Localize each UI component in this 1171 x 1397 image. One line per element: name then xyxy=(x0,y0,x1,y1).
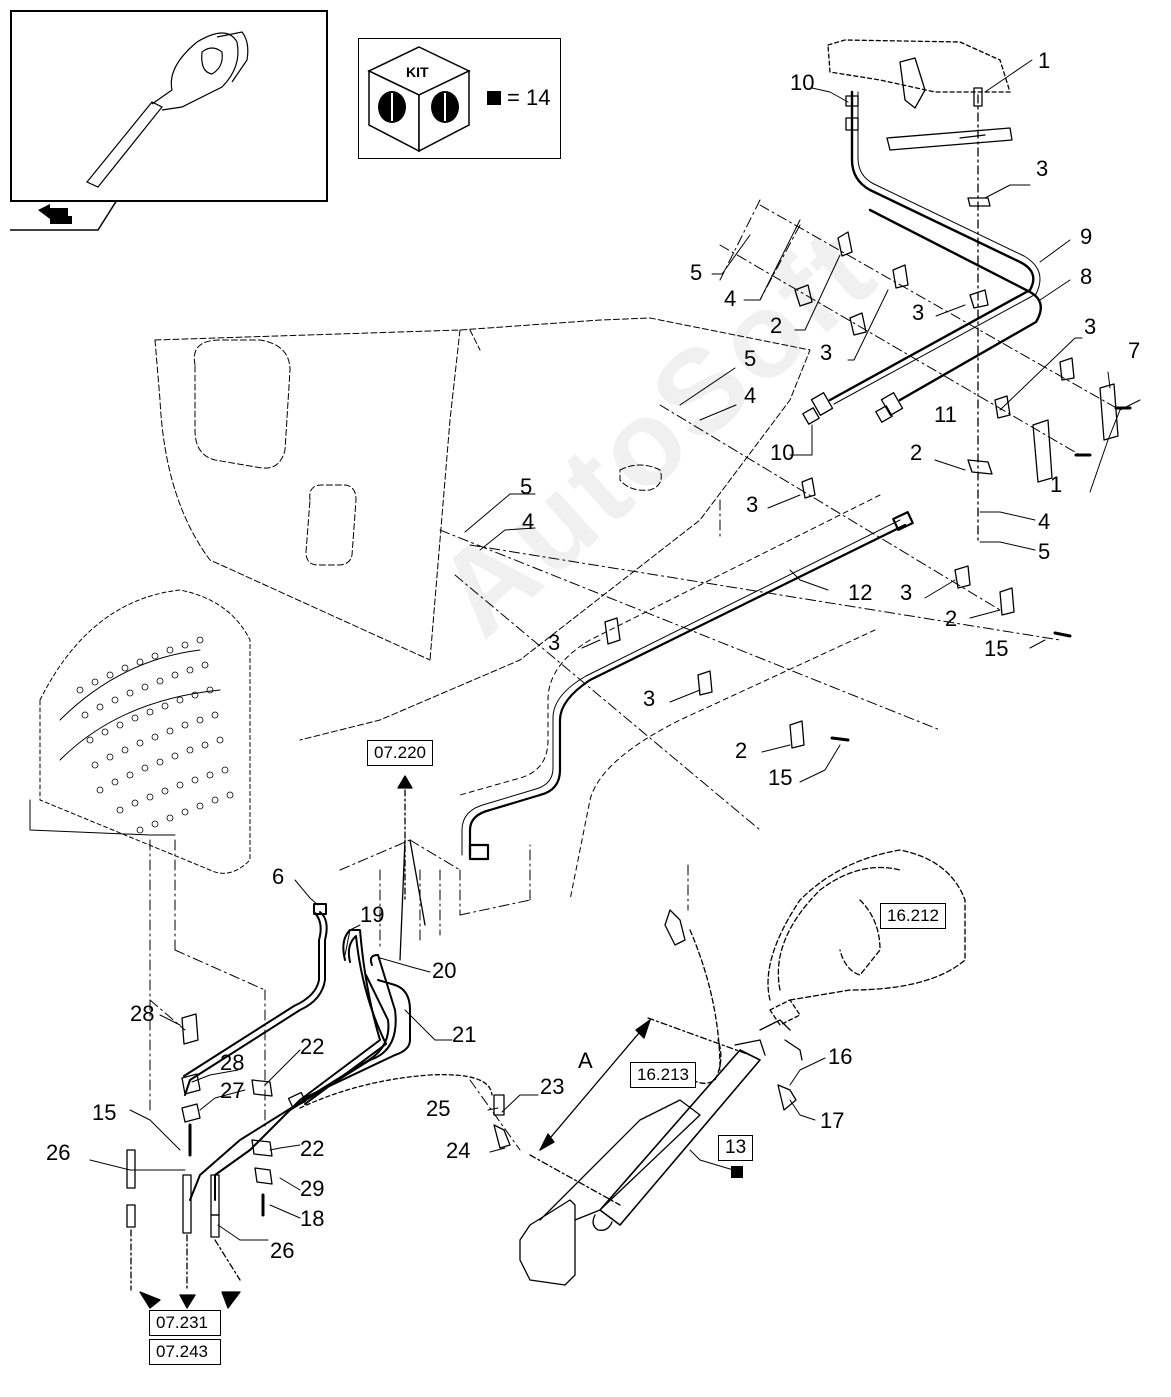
bolt-column-right xyxy=(967,87,991,541)
flow-arrowheads-bottom xyxy=(139,1291,241,1309)
reference-07243[interactable]: 07.243 xyxy=(149,1339,221,1365)
flow-arrow-07220 xyxy=(397,775,426,961)
callout-5-b: 5 xyxy=(744,346,757,371)
callout-22: 22 xyxy=(300,1034,325,1059)
callout-4-b: 4 xyxy=(744,383,757,408)
location-thumbnail xyxy=(10,10,328,202)
callout-2-c: 2 xyxy=(945,606,958,631)
pipe-19 xyxy=(214,929,387,1201)
callout-2: 2 xyxy=(770,313,783,338)
alignment-lines xyxy=(149,199,1121,1151)
callout-15: 15 xyxy=(984,636,1009,661)
reference-13: 13 xyxy=(718,1135,754,1161)
callout-15-b: 15 xyxy=(768,765,793,790)
callout-11: 11 xyxy=(934,402,957,427)
top-bracket xyxy=(827,39,1013,151)
kit-quantity: = 14 xyxy=(487,85,550,111)
callout-16: 16 xyxy=(828,1044,853,1069)
callout-leaders xyxy=(89,59,1141,1241)
callout-3: 3 xyxy=(1036,156,1049,181)
callout-3-c: 3 xyxy=(912,300,925,325)
callout-10: 10 xyxy=(790,70,815,95)
callout-23: 23 xyxy=(540,1074,565,1099)
pipe-12-ghost xyxy=(459,494,881,901)
pipe-6 xyxy=(183,903,328,1096)
callout-20: 20 xyxy=(432,958,457,983)
callout-18: 18 xyxy=(300,1206,325,1231)
callout-7: 7 xyxy=(1128,338,1141,363)
kit-label: KIT xyxy=(406,64,429,80)
platform-perforations xyxy=(76,636,234,834)
bolts-lower xyxy=(830,406,1132,742)
callout-27: 27 xyxy=(220,1078,245,1103)
callout-5-c: 5 xyxy=(520,474,533,499)
fittings-23-24-25 xyxy=(299,1074,511,1149)
callout-26: 26 xyxy=(46,1140,71,1165)
kit-legend-box: KIT = 14 xyxy=(358,38,561,159)
unloader-tube-thumbnail-icon xyxy=(86,31,249,188)
callout-24: 24 xyxy=(446,1138,471,1163)
callout-8: 8 xyxy=(1080,264,1093,289)
callout-3-h: 3 xyxy=(643,686,656,711)
reference-16213[interactable]: 16.213 xyxy=(630,1062,696,1088)
reference-07231[interactable]: 07.231 xyxy=(149,1310,221,1336)
callout-3-f: 3 xyxy=(900,580,913,605)
callout-1: 1 xyxy=(1038,48,1051,73)
platform-step xyxy=(29,589,251,874)
callout-10-b: 10 xyxy=(770,440,795,465)
callout-17: 17 xyxy=(820,1108,845,1133)
pipe-9 xyxy=(828,90,1041,405)
callout-1-b: 1 xyxy=(1050,472,1063,497)
callout-21: 21 xyxy=(452,1022,477,1047)
kit-cube-icon: KIT xyxy=(367,46,471,153)
callout-2-b: 2 xyxy=(910,440,923,465)
callout-5: 5 xyxy=(690,260,703,285)
callout-26-b: 26 xyxy=(270,1238,295,1263)
dimension-a xyxy=(529,1017,751,1206)
callout-19: 19 xyxy=(360,902,385,927)
callout-3-b: 3 xyxy=(820,340,833,365)
pipe-12 xyxy=(461,511,914,861)
callout-4: 4 xyxy=(724,286,737,311)
callout-3-d: 3 xyxy=(1084,314,1097,339)
callout-9: 9 xyxy=(1080,224,1093,249)
callout-4-d: 4 xyxy=(1038,509,1051,534)
callout-3-e: 3 xyxy=(746,492,759,517)
callout-5-d: 5 xyxy=(1038,539,1051,564)
lower-left-hardware xyxy=(126,1013,307,1291)
hydraulic-cylinder-assembly xyxy=(519,849,966,1286)
callout-2-d: 2 xyxy=(735,738,748,763)
callout-28-b: 28 xyxy=(220,1050,245,1075)
callout-28: 28 xyxy=(130,1001,155,1026)
callout-12: 12 xyxy=(848,580,873,605)
pipe-20 xyxy=(189,954,397,1201)
callout-25: 25 xyxy=(426,1096,451,1121)
reference-16212[interactable]: 16.212 xyxy=(880,903,946,929)
callout-6: 6 xyxy=(272,864,285,889)
callout-15-c: 15 xyxy=(92,1100,117,1125)
callout-29: 29 xyxy=(300,1176,325,1201)
kit-quantity-text: = 14 xyxy=(507,85,551,110)
pipe-8 xyxy=(868,208,1042,402)
pipe-21 xyxy=(299,979,411,1101)
clips-upper xyxy=(604,231,1119,749)
callout-3-g: 3 xyxy=(548,630,561,655)
kit-marker-square-icon xyxy=(731,1166,743,1178)
dimension-label-a: A xyxy=(578,1048,593,1073)
combine-body xyxy=(154,317,811,741)
kit-square-icon xyxy=(487,91,501,105)
callout-22-b: 22 xyxy=(300,1136,325,1161)
callout-4-c: 4 xyxy=(522,509,535,534)
return-arrow-icon xyxy=(10,199,119,231)
back-navigation-tab[interactable] xyxy=(10,199,119,240)
reference-07220[interactable]: 07.220 xyxy=(367,740,433,766)
